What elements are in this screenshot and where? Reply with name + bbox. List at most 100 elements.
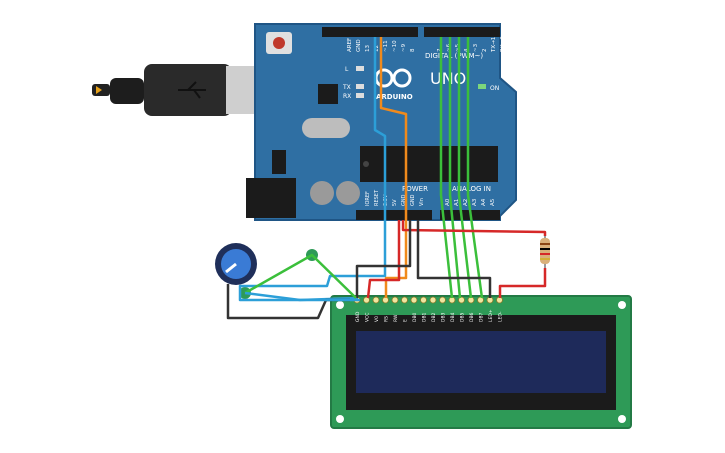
lcd-mount-hole-tl (336, 301, 344, 309)
lcd-pin (401, 296, 408, 304)
lcd-pin-label: DB5 (460, 312, 466, 322)
digital-pin-label: GND (356, 39, 362, 52)
wire-green-d4 (448, 37, 462, 299)
lcd-pin-label: LED+ (488, 309, 494, 322)
capacitor-1 (310, 181, 334, 205)
digital-pin-label: 12 (374, 45, 380, 52)
wire-orange-d11 (379, 37, 408, 298)
rx-led (356, 93, 364, 98)
lcd-pin-label: V0 (374, 316, 380, 322)
digital-header-left (322, 27, 418, 37)
lcd-pin-label: DB3 (441, 312, 447, 322)
lcd-pin (391, 296, 399, 304)
lcd-pin-label: E (403, 319, 409, 322)
lcd-pin (410, 296, 418, 304)
resistor-body (540, 238, 550, 264)
analog-label: ANALOG IN (452, 185, 491, 193)
power-pin-label: GND (401, 194, 407, 206)
wire-black-gnd (355, 220, 412, 298)
wire-green-d5 (439, 37, 454, 299)
lcd-pin (372, 296, 380, 304)
wires (226, 37, 547, 320)
digital-pin-label: AREF (347, 38, 353, 52)
lcd-pin-label: DB2 (431, 312, 437, 322)
digital-pin-label: ~9 (401, 43, 407, 52)
lcd-pin-label: DB1 (422, 312, 428, 322)
power-pin-label: IOREF (365, 191, 371, 206)
regulator (272, 150, 286, 174)
usb-chip (318, 84, 338, 104)
analog-pin-label: A5 (490, 198, 496, 206)
lcd-pin-label: LED- (498, 311, 504, 322)
digital-pin-label: 13 (365, 45, 371, 52)
on-led (478, 84, 486, 89)
rx-label: RX (343, 93, 351, 100)
lcd-pin (477, 296, 484, 304)
digital-pin-label: ~11 (383, 40, 389, 52)
power-pin-label: Vin (419, 198, 425, 206)
tx-led (356, 84, 364, 89)
usb-icon (178, 81, 206, 99)
wire-blue-pot (244, 291, 360, 302)
analog-pin-label: A3 (472, 198, 478, 206)
reset-button-cap[interactable] (273, 37, 285, 49)
lcd-pin (363, 296, 370, 304)
on-label: ON (490, 85, 499, 92)
potentiometer-indicator (225, 262, 237, 274)
wire-green-pot-wiper (244, 253, 357, 299)
l-led (356, 66, 364, 71)
lcd-pin-label: DB6 (469, 312, 475, 322)
lcd-pin-label: GND (355, 311, 361, 322)
analog-pin-label: A1 (454, 199, 460, 206)
analog-pin-label: A4 (481, 198, 487, 206)
digital-pin-label: ~3 (473, 43, 479, 52)
power-header (356, 210, 432, 220)
digital-pin-label: 2 (482, 49, 488, 53)
potentiometer[interactable] (215, 243, 318, 299)
wire-green-d2 (466, 37, 484, 299)
wire-black-led-gnd (416, 220, 492, 298)
power-pin-label: 5V (392, 199, 398, 206)
power-jack (246, 178, 296, 218)
brand-label: ARDUINO (376, 93, 413, 101)
crystal (302, 118, 350, 138)
lcd-pin (420, 296, 427, 304)
digital-pin-label: ~10 (392, 40, 398, 52)
lcd-pin (429, 296, 437, 304)
lcd-pin-label: VCC (365, 313, 371, 322)
lcd-pin-label: DB4 (450, 312, 456, 322)
wire-red-led (498, 268, 547, 298)
digital-pin-label: RX←0 (500, 36, 506, 52)
model-label: UNO (430, 69, 466, 88)
digital-pin-label: 8 (410, 48, 416, 52)
resistor (540, 234, 550, 270)
lcd-mount-hole-tr (618, 301, 626, 309)
wire-green-d3 (457, 37, 473, 299)
digital-pin-label: TX→1 (491, 37, 497, 53)
lcd-mount-hole-bl (336, 415, 344, 423)
analog-pin-label: A2 (463, 199, 469, 206)
lcd-pin-label: DB0 (412, 312, 418, 322)
resistor-band-3 (540, 253, 550, 255)
power-pin-label: GND (410, 194, 416, 206)
wire-red-resistor (401, 220, 547, 236)
digital-label: DIGITAL (PWM~) (425, 52, 483, 60)
usb-tip-mark (96, 86, 102, 94)
lcd-pin-label: RW (393, 314, 399, 322)
digital-header-right (424, 27, 500, 37)
lcd-pin (458, 296, 465, 304)
power-pin-label: RESET (374, 189, 380, 206)
usb-cable-strain (110, 78, 144, 104)
lcd-screen (356, 331, 606, 393)
lcd-pin (439, 296, 446, 304)
lcd-mount-hole-br (618, 415, 626, 423)
lcd-pin-label: DB7 (479, 312, 485, 322)
capacitor-2 (336, 181, 360, 205)
l-label: L (345, 66, 349, 73)
analog-pin-label: A0 (445, 198, 451, 206)
resistor-band-4 (540, 258, 550, 260)
